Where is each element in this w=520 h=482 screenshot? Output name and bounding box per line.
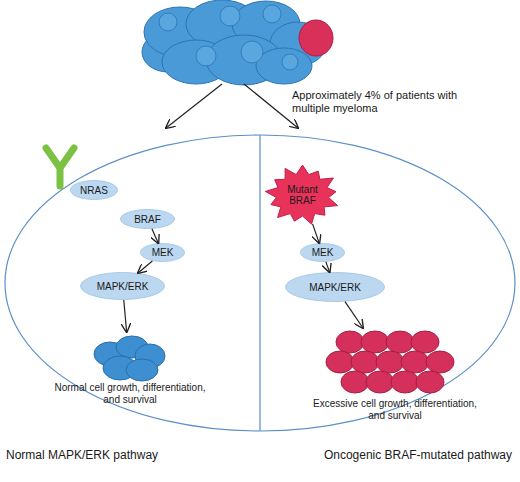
star-shape — [265, 165, 337, 224]
nucleus — [159, 13, 177, 31]
cell-shape — [336, 331, 364, 353]
signal-arrow — [313, 224, 320, 243]
branch-arrow — [166, 84, 222, 128]
panel-label: Oncogenic BRAF-mutated pathway — [300, 448, 512, 462]
cell-shape — [366, 371, 394, 393]
ellipse-shape — [71, 181, 118, 200]
cell-nuclei — [159, 5, 298, 70]
text-holder: NRAS — [70, 180, 118, 200]
signal-arrow — [152, 229, 158, 243]
text-holder: MEK — [140, 243, 185, 262]
panel-label: Normal MAPK/ERK pathway — [6, 448, 206, 462]
node-text: Mutant BRAF — [281, 184, 324, 206]
cell-shape — [126, 359, 158, 381]
cell-shape — [401, 351, 429, 373]
cell-shape — [326, 351, 354, 373]
text-holder: MAPK/ERK — [80, 272, 165, 300]
signal-arrow — [345, 302, 363, 328]
ellipse-shape — [141, 244, 185, 262]
protein-ellipse: NRAS — [70, 180, 118, 200]
cell-shape — [411, 331, 439, 353]
receptor-symbol — [46, 148, 74, 186]
outcome-text: Normal cell growth, differentiation, and… — [50, 382, 210, 406]
ellipse-shape — [121, 210, 175, 229]
node-text: MEK — [312, 247, 334, 258]
ellipse-shape — [286, 273, 385, 302]
node-text: NRAS — [80, 185, 108, 196]
protein-ellipse: MAPK/ERK — [285, 272, 385, 302]
node-text: MAPK/ERK — [97, 281, 149, 292]
protein-ellipse: MEK — [140, 243, 185, 262]
cell-shape — [376, 351, 404, 373]
text-holder: MEK — [300, 243, 345, 262]
protein-ellipse: MEK — [300, 243, 345, 262]
cells-art — [310, 328, 480, 398]
malignant-cell — [299, 20, 333, 56]
signal-arrow — [124, 300, 127, 332]
text-holder: BRAF — [120, 209, 175, 229]
cell-group: Normal cell growth, differentiation, and… — [50, 332, 210, 406]
protein-ellipse: BRAF — [120, 209, 175, 229]
cell-shape — [351, 351, 379, 373]
note-text: Approximately 4% of patients with multip… — [292, 89, 462, 115]
signal-arrow — [326, 262, 330, 272]
nucleus — [263, 5, 281, 23]
nucleus — [241, 41, 263, 63]
ellipse-shape — [81, 273, 165, 300]
node-text: MEK — [152, 247, 174, 258]
cell-shape — [416, 371, 444, 393]
node-text: MAPK/ERK — [309, 282, 361, 293]
cell-shape — [361, 331, 389, 353]
signal-arrow — [138, 261, 152, 273]
protein-ellipse: MAPK/ERK — [80, 272, 165, 300]
branch-arrow — [244, 84, 298, 128]
outcome-text: Excessive cell growth, differentiation, … — [310, 398, 480, 422]
cells-art — [50, 332, 210, 382]
cell-shape — [426, 351, 454, 373]
cell-shape — [391, 371, 419, 393]
text-holder: MAPK/ERK — [285, 272, 385, 302]
cell-shape — [341, 371, 369, 393]
text-holder: Mutant BRAF — [265, 165, 340, 225]
cell-cluster — [142, 0, 326, 85]
divider-line — [259, 135, 260, 431]
mutant-star: Mutant BRAF — [265, 165, 340, 225]
cell-shape — [386, 331, 414, 353]
nucleus — [282, 54, 298, 70]
nucleus — [196, 46, 216, 66]
cell-group: Excessive cell growth, differentiation, … — [310, 328, 480, 422]
plasma-cell — [256, 48, 312, 84]
nucleus — [220, 6, 240, 26]
cell-outline — [5, 135, 515, 431]
node-text: BRAF — [134, 214, 161, 225]
ellipse-shape — [301, 244, 345, 262]
